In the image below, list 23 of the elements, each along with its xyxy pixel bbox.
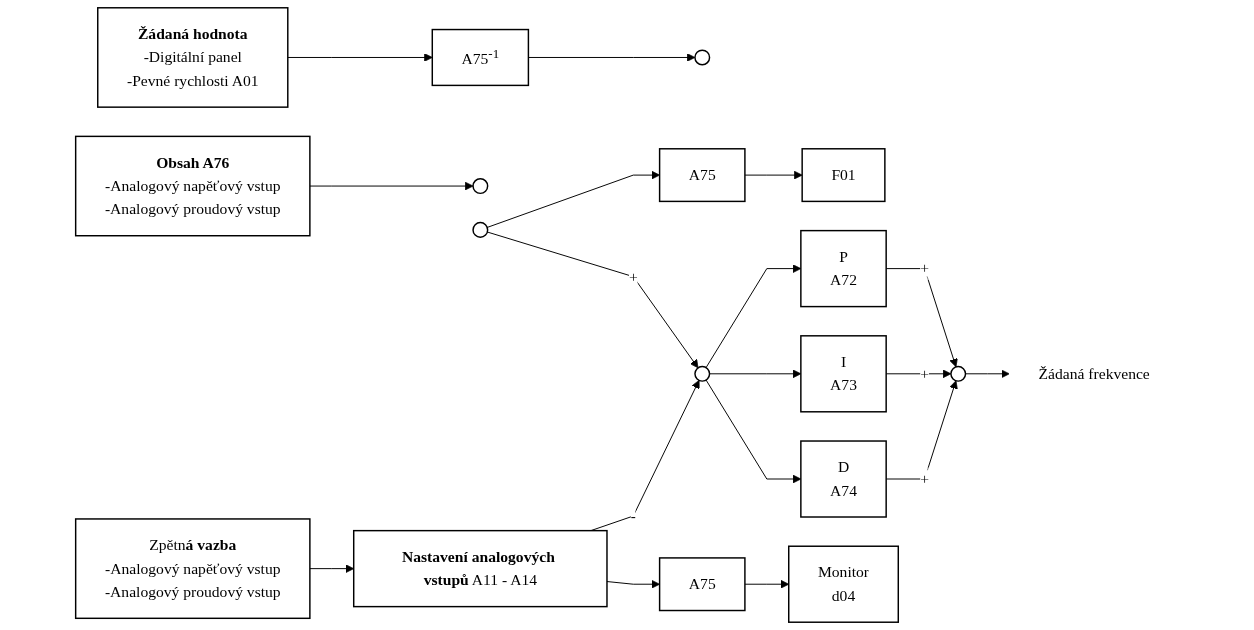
node-circle	[693, 365, 710, 382]
node-circle	[949, 365, 966, 382]
node-text: Žádaná frekvence	[1038, 365, 1150, 382]
node-box: P A72	[799, 229, 887, 308]
node-box: F01	[801, 148, 886, 203]
node-box: Zpětná vazba -Analogový napěťový vstup -Analogový proudový vstup	[74, 518, 311, 620]
edge-label: +	[628, 267, 638, 285]
node-box: Monitor d04	[787, 545, 899, 623]
node-circle	[471, 178, 489, 195]
node-box: D A74	[799, 440, 887, 518]
node-circle	[693, 49, 710, 66]
node-circle	[471, 221, 489, 238]
node-box: Žádaná hodnota -Digitální panel -Pevné rychlosti A01	[96, 7, 289, 108]
edge-label: -	[630, 507, 636, 524]
node-box: I A73	[799, 335, 887, 413]
edge-label: +	[919, 470, 929, 487]
node-box: Obsah A76 -Analogový napěťový vstup -Analogový proudový vstup	[74, 135, 311, 237]
node-box: A75	[658, 148, 746, 203]
node-box: A75$^{-1}$	[431, 28, 529, 87]
edge-label: +	[919, 365, 929, 382]
node-box: A75	[658, 557, 746, 612]
edge-label: +	[919, 259, 929, 277]
node-box: Nastavení analogových vstupů A11 - A14	[352, 529, 608, 608]
